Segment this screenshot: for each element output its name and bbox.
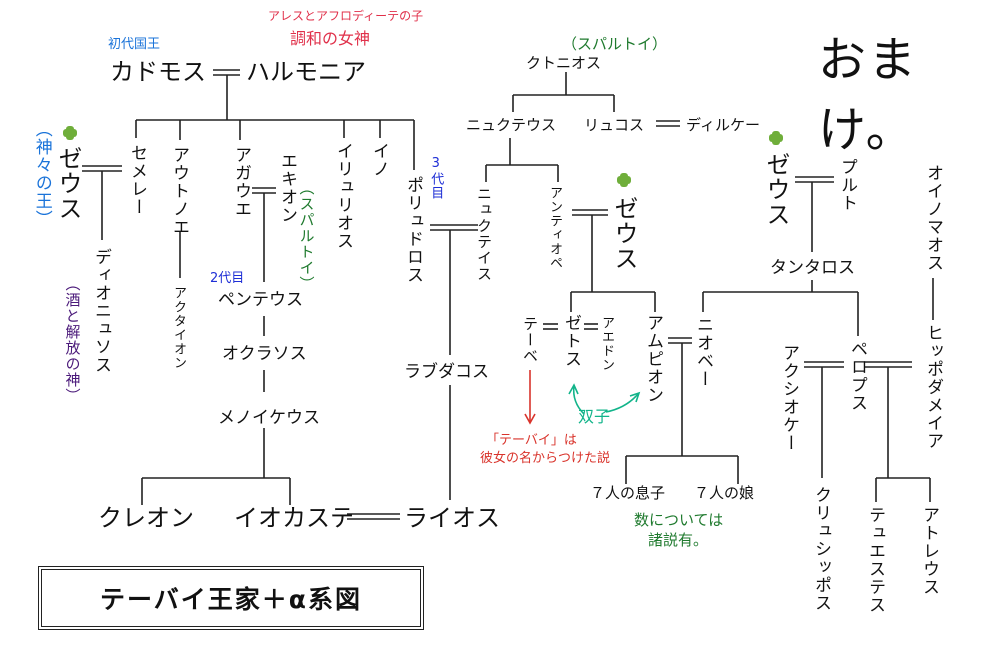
person-ino: イノ	[369, 142, 389, 178]
person-dionysos: ディオニュソス	[91, 248, 111, 374]
person-zeus-3: ゼウス	[762, 152, 790, 227]
note-thebe-origin: 彼女の名からつけた説	[480, 451, 611, 466]
note-harmonia-role: 調和の女神	[290, 29, 371, 48]
person-axioche: アクシオケー	[779, 344, 799, 452]
person-seven-daughters: ７人の娘	[694, 484, 755, 502]
person-illyrios: イリュリオス	[333, 142, 353, 250]
person-thyestes: テュエステス	[865, 506, 885, 614]
note-spartoi-chthonios: （スパルトイ）	[562, 35, 668, 53]
person-labdakos: ラブダコス	[404, 362, 489, 382]
person-plouto: プルト	[837, 158, 857, 212]
person-autonoe: アウトノエ	[169, 146, 189, 236]
person-zeus-1: ゼウス	[54, 146, 82, 221]
person-nykteis: ニュクテイス	[475, 186, 493, 282]
person-aktaion: アクタイオン	[171, 286, 186, 370]
person-pelops: ペロプス	[847, 340, 867, 412]
note-dionysos-role: （酒と解放の神）	[63, 276, 82, 404]
person-lykos: リュコス	[584, 116, 645, 134]
person-chthonios: クトニオス	[526, 54, 602, 72]
note-first-king: 初代国王	[108, 37, 161, 52]
person-laios: ライオス	[404, 504, 500, 532]
person-oinomaos: オイノマオス	[923, 164, 943, 272]
person-kadmos: カドモス	[110, 58, 206, 86]
person-antiope: アンティオペ	[547, 186, 562, 270]
person-pentheus: ペンテウス	[218, 290, 303, 310]
person-echion: エキオン	[277, 152, 297, 224]
person-dirke: ディルケー	[686, 116, 760, 134]
note-twins: 双子	[578, 407, 611, 426]
person-menoikeus: メノイケウス	[218, 408, 320, 428]
person-iokaste: イオカステ	[234, 504, 354, 532]
person-atreus: アトレウス	[919, 506, 939, 596]
person-oklasos: オクラソス	[222, 344, 307, 364]
person-polydoros: ポリュドロス	[403, 176, 423, 284]
person-seven-sons: ７人の息子	[590, 484, 666, 502]
person-thebe: テーベ	[521, 316, 539, 364]
person-semele: セメレー	[127, 144, 147, 216]
flower-marker-icon	[617, 173, 631, 187]
note-harmonia-parents: アレスとアフロディーテの子	[268, 9, 424, 23]
person-nykteus: ニュクテウス	[466, 116, 557, 134]
note-spartoi-echion: （スパルトイ）	[297, 180, 316, 292]
omake-label: おまけ。	[818, 32, 919, 158]
note-thebe-city-name: 「テーバイ」は	[486, 433, 577, 448]
note-third-generation: 3代目	[428, 156, 444, 200]
note-many-theories: 諸説有。	[648, 531, 709, 549]
person-agaue: アガウエ	[231, 146, 251, 218]
person-hippodameia: ヒッポダメイア	[923, 324, 943, 450]
diagram-title: テーバイ王家＋α系図	[38, 566, 424, 630]
person-amphion: アムピオン	[643, 314, 663, 404]
person-kreon: クレオン	[98, 504, 194, 532]
person-zeus-2: ゼウス	[610, 196, 638, 271]
note-zeus-role: （神々の王）	[31, 120, 52, 228]
flower-marker-icon	[769, 131, 783, 145]
person-niobe: ニオベー	[693, 316, 713, 388]
person-zethos: ゼトス	[561, 314, 581, 368]
note-second-generation: 2代目	[210, 271, 245, 286]
flower-marker-icon	[63, 126, 77, 140]
person-aedon: アエドン	[599, 316, 614, 372]
person-harmonia: ハルモニア	[246, 58, 366, 86]
person-tantalos: タンタロス	[770, 258, 855, 278]
note-count-varies: 数については	[634, 511, 724, 529]
person-chrysippos: クリュシッポス	[811, 486, 831, 612]
